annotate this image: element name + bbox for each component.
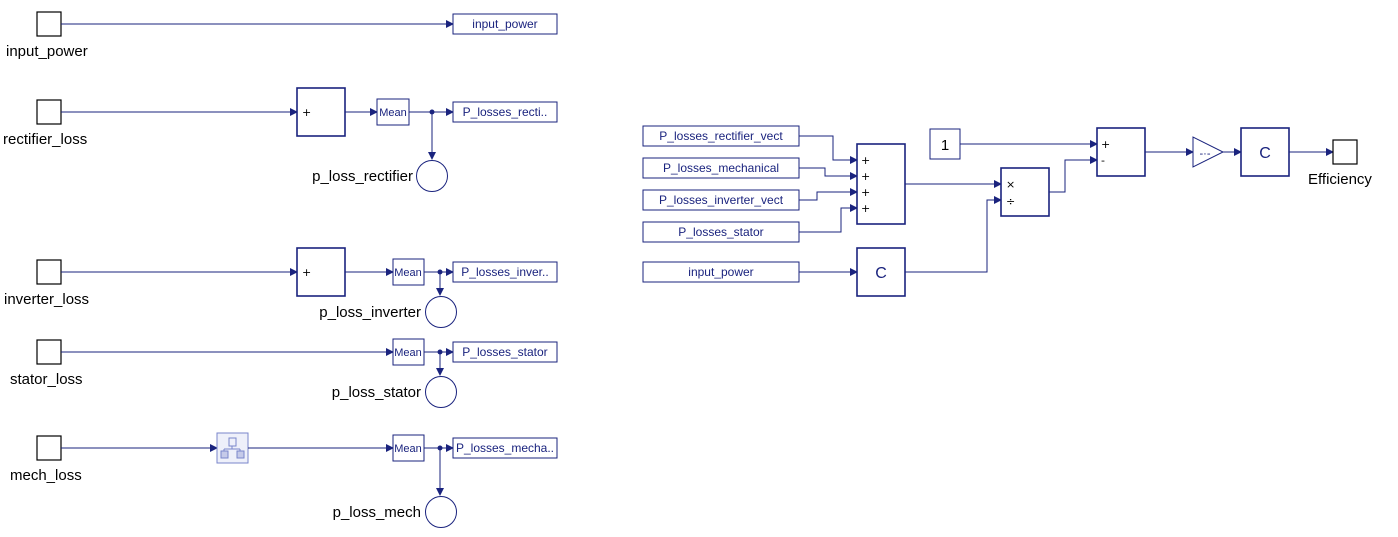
input-port-stator-loss[interactable] [36,339,62,365]
probe-label-stator: p_loss_stator [332,384,421,401]
probe-mech[interactable] [425,496,457,528]
probe-label-inverter: p_loss_inverter [319,304,421,321]
mean-label-rectifier: Mean [379,107,407,119]
conversion-label-output: C [1259,145,1271,162]
probe-label-rectifier: p_loss_rectifier [312,168,413,185]
input-port-label-mech-loss: mech_loss [10,467,82,484]
mean-label-mech: Mean [394,443,422,455]
from-tag-label-rectifier: P_losses_rectifier_vect [659,129,783,143]
goto-tag-inverter[interactable] [452,261,558,283]
subtract-sign-minus: - [1101,154,1105,167]
sum-sign-rectifier: + [302,106,311,119]
input-port-mech-loss[interactable] [36,435,62,461]
input-port-label-inverter-loss: inverter_loss [4,291,89,308]
demux-icon[interactable] [216,432,249,464]
goto-tag-rectifier[interactable] [452,101,558,123]
product-sign-multiply: × [1006,178,1015,191]
input-port-input-power[interactable] [36,11,62,37]
from-tag-label-stator: P_losses_stator [678,225,763,239]
from-tag-label-input-power: input_power [688,265,753,279]
goto-tag-mech[interactable] [452,437,558,459]
sum4-sign-3: + [861,186,870,199]
sum-sign-inverter: + [302,266,311,279]
wire-conv-to-product [905,196,1002,273]
mean-block-stator[interactable] [392,338,425,366]
gain-block[interactable] [1192,136,1225,168]
probe-rectifier[interactable] [416,160,448,192]
goto-tag-label-input-power: input_power [472,17,537,31]
goto-tag-label-mech: P_losses_mecha.. [456,441,554,455]
product-sign-divide: ÷ [1006,195,1015,208]
conversion-block-output[interactable] [1240,127,1290,177]
product-block[interactable] [1000,167,1050,217]
sum4-block[interactable] [856,143,906,225]
subtract-sign-plus: + [1101,138,1110,151]
goto-tag-stator[interactable] [452,341,558,363]
wire-from-mechanical [799,167,858,180]
probe-stator[interactable] [425,376,457,408]
constant-value: 1 [941,137,949,154]
mean-label-inverter: Mean [394,267,422,279]
wire-product-to-sub [1049,156,1098,193]
probe-inverter[interactable] [425,296,457,328]
conversion-block-input-power[interactable] [856,247,906,297]
wire-from-stator [799,204,858,233]
output-port-efficiency[interactable] [1332,139,1358,165]
input-port-label-rectifier-loss: rectifier_loss [3,131,87,148]
input-port-inverter-loss[interactable] [36,259,62,285]
input-port-label-input-power: input_power [6,43,88,60]
constant-block[interactable] [929,128,961,160]
sum-block-inverter[interactable] [296,247,346,297]
sum4-sign-1: + [861,154,870,167]
probe-label-mech: p_loss_mech [333,504,421,521]
mean-block-inverter[interactable] [392,258,425,286]
sum4-sign-4: + [861,202,870,215]
gain-label: -·- [1200,148,1211,160]
input-port-label-stator-loss: stator_loss [10,371,83,388]
sum4-sign-2: + [861,170,870,183]
mean-label-stator: Mean [394,347,422,359]
wire-from-rectifier [799,135,858,164]
goto-tag-label-rectifier: P_losses_recti.. [463,105,548,119]
goto-tag-label-stator: P_losses_stator [462,345,547,359]
input-port-rectifier-loss[interactable] [36,99,62,125]
output-port-label-efficiency: Efficiency [1308,171,1372,188]
mean-block-mech[interactable] [392,434,425,462]
goto-tag-input-power[interactable] [452,13,558,35]
conversion-label-input-power: C [875,265,887,282]
wire-from-inverter [799,188,858,201]
from-tag-label-mechanical: P_losses_mechanical [663,161,779,175]
from-tag-label-inverter: P_losses_inverter_vect [659,193,784,207]
subtract-block[interactable] [1096,127,1146,177]
goto-tag-label-inverter: P_losses_inver.. [461,265,548,279]
